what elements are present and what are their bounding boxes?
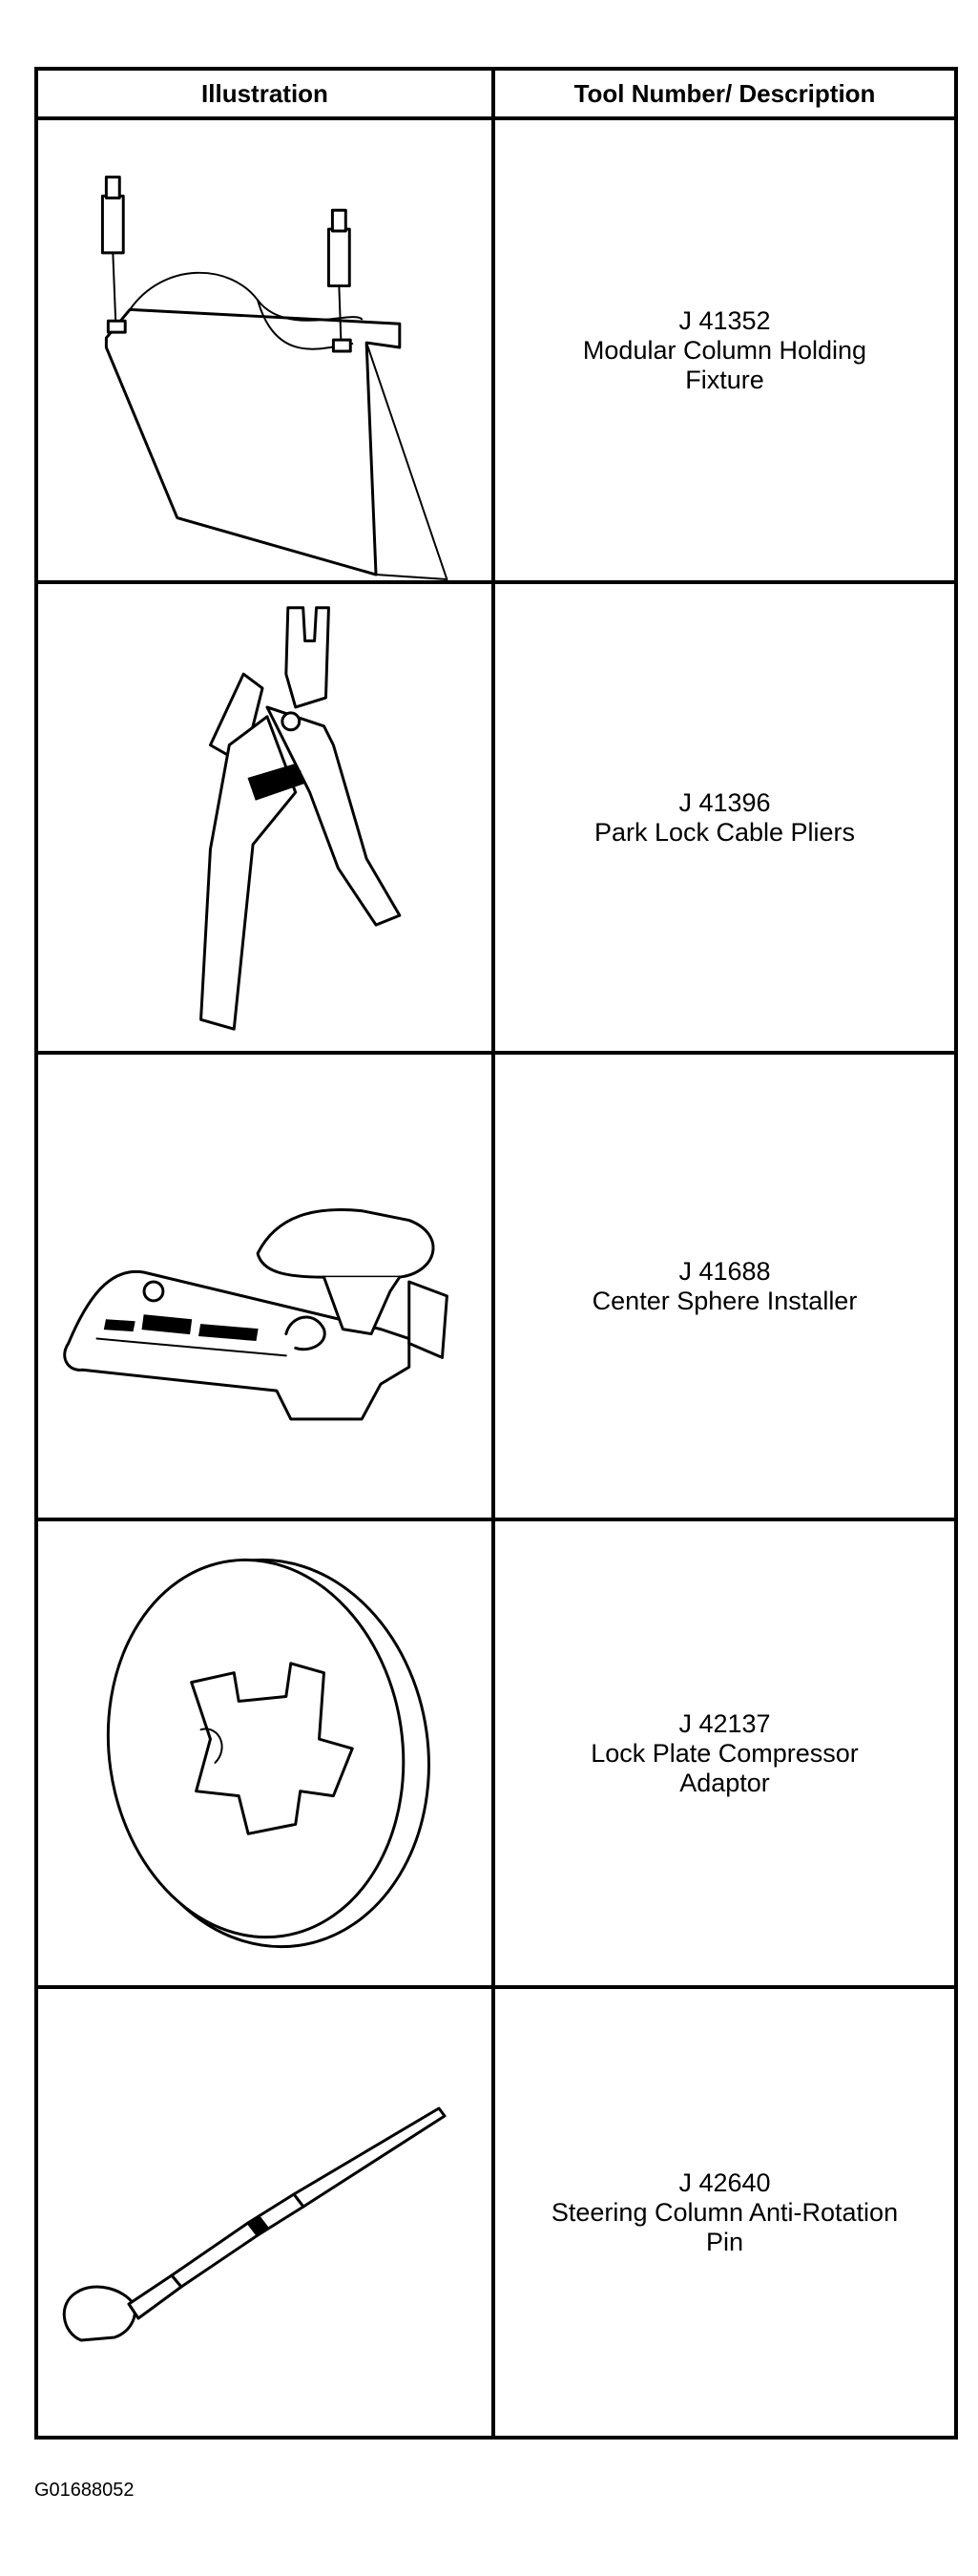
tool-number: J 42137 xyxy=(678,1708,771,1738)
tool-name: Lock Plate Compressor Adaptor xyxy=(591,1738,859,1797)
anti-rotation-pin-icon xyxy=(38,1989,491,2436)
header-illustration: Illustration xyxy=(201,79,328,108)
column-divider xyxy=(491,71,495,2436)
header-tool-description: Tool Number/ Description xyxy=(573,79,876,108)
table-row: J 42640 Steering Column Anti-Rotation Pi… xyxy=(38,1989,954,2436)
tool-description: J 42137 Lock Plate Compressor Adaptor xyxy=(495,1521,954,1985)
tool-number: J 41352 xyxy=(678,305,771,335)
tool-number: J 41688 xyxy=(678,1256,771,1286)
tool-name: Modular Column Holding Fixture xyxy=(582,335,867,394)
table-header-row: Illustration Tool Number/ Description xyxy=(38,71,954,120)
tool-description: J 41396 Park Lock Cable Pliers xyxy=(495,584,954,1051)
table-row: J 41352 Modular Column Holding Fixture xyxy=(38,120,954,584)
tool-name: Center Sphere Installer xyxy=(592,1286,858,1315)
tool-number: J 42640 xyxy=(678,2168,771,2197)
compressor-adaptor-icon xyxy=(38,1521,491,1985)
tool-description: J 42640 Steering Column Anti-Rotation Pi… xyxy=(495,1989,954,2436)
tool-table: Illustration Tool Number/ Description xyxy=(34,67,958,2440)
tool-number: J 41396 xyxy=(678,787,771,817)
column-holding-fixture-icon xyxy=(38,120,491,580)
tool-name: Park Lock Cable Pliers xyxy=(593,817,856,847)
tool-name: Steering Column Anti-Rotation Pin xyxy=(551,2197,899,2256)
cable-pliers-icon xyxy=(38,584,491,1051)
figure-id: G01688052 xyxy=(34,2480,135,2501)
table-row: J 42137 Lock Plate Compressor Adaptor xyxy=(38,1521,954,1989)
table-row: J 41688 Center Sphere Installer xyxy=(38,1055,954,1521)
tool-description: J 41688 Center Sphere Installer xyxy=(495,1055,954,1518)
table-row: J 41396 Park Lock Cable Pliers xyxy=(38,584,954,1055)
sphere-installer-icon xyxy=(38,1055,491,1518)
tool-description: J 41352 Modular Column Holding Fixture xyxy=(495,120,954,580)
